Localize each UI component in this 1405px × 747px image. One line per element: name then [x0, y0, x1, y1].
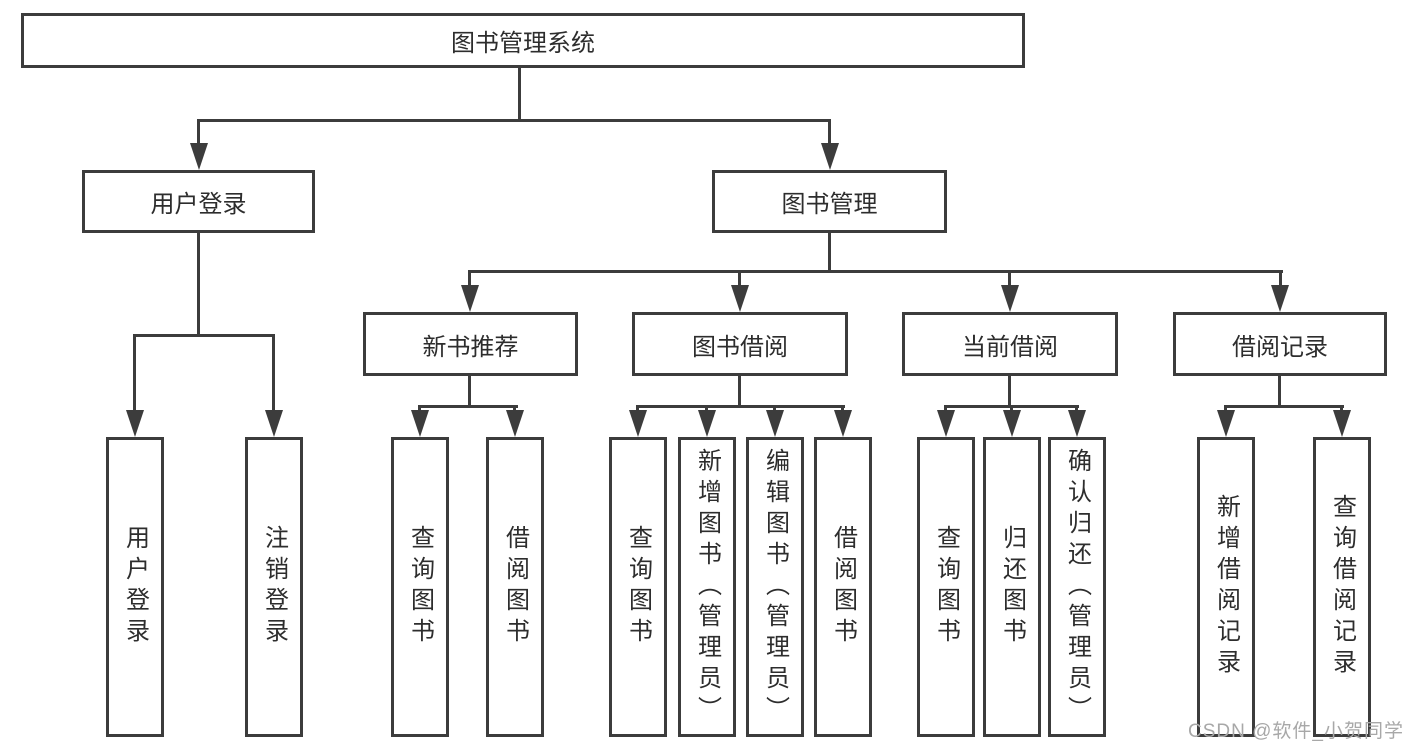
connector [636, 405, 845, 408]
leaf-borrow-add-books-admin: 新增图书（管理员） [678, 437, 736, 737]
arrowhead-down-icon [461, 285, 479, 312]
connector [197, 119, 200, 147]
arrowhead-down-icon [629, 410, 647, 437]
node-root: 图书管理系统 [21, 13, 1025, 68]
node-user-login: 用户登录 [82, 170, 315, 233]
node-borrow-record: 借阅记录 [1173, 312, 1387, 376]
connector [828, 119, 831, 147]
connector [1279, 270, 1282, 288]
leaf-newbook-query-books: 查询图书 [391, 437, 449, 737]
arrowhead-down-icon [731, 285, 749, 312]
connector [133, 334, 136, 413]
connector [1224, 405, 1344, 408]
connector [636, 405, 639, 413]
arrowhead-down-icon [506, 410, 524, 437]
node-current-borrow: 当前借阅 [902, 312, 1118, 376]
arrowhead-down-icon [411, 410, 429, 437]
connector [418, 405, 518, 408]
arrowhead-down-icon [265, 410, 283, 437]
leaf-newbook-borrow-books: 借阅图书 [486, 437, 544, 737]
connector [1224, 405, 1227, 413]
arrowhead-down-icon [1001, 285, 1019, 312]
node-book-borrow: 图书借阅 [632, 312, 848, 376]
connector [197, 231, 200, 337]
connector [418, 405, 421, 413]
leaf-record-add-borrow-record: 新增借阅记录 [1197, 437, 1255, 737]
arrowhead-down-icon [937, 410, 955, 437]
arrowhead-down-icon [126, 410, 144, 437]
connector [518, 68, 521, 121]
leaf-record-query-borrow-record: 查询借阅记录 [1313, 437, 1371, 737]
connector [738, 374, 741, 408]
arrowhead-down-icon [190, 143, 208, 170]
connector [841, 405, 844, 413]
leaf-current-query-books: 查询图书 [917, 437, 975, 737]
connector [468, 270, 1283, 273]
csdn-watermark: CSDN @软件_小贺同学 [1188, 721, 1404, 742]
arrowhead-down-icon [766, 410, 784, 437]
connector [272, 334, 275, 413]
connector [468, 374, 471, 408]
arrowhead-down-icon [1333, 410, 1351, 437]
node-book-management: 图书管理 [712, 170, 947, 233]
connector [944, 405, 947, 413]
leaf-borrow-borrow-books: 借阅图书 [814, 437, 872, 737]
connector [1008, 374, 1011, 408]
arrowhead-down-icon [1217, 410, 1235, 437]
connector [1278, 374, 1281, 408]
node-new-book-recommend: 新书推荐 [363, 312, 578, 376]
leaf-user-login: 用户登录 [106, 437, 164, 737]
connector [738, 270, 741, 288]
connector [773, 405, 776, 413]
leaf-logout: 注销登录 [245, 437, 303, 737]
arrowhead-down-icon [1003, 410, 1021, 437]
leaf-borrow-query-books: 查询图书 [609, 437, 667, 737]
leaf-current-confirm-return-admin: 确认归还（管理员） [1048, 437, 1106, 737]
connector [513, 405, 516, 413]
connector [468, 270, 471, 288]
connector [705, 405, 708, 413]
connector [1008, 270, 1011, 288]
connector [197, 119, 831, 122]
connector [1010, 405, 1013, 413]
arrowhead-down-icon [1271, 285, 1289, 312]
connector [133, 334, 275, 337]
connector [1075, 405, 1078, 413]
connector [828, 231, 831, 273]
arrowhead-down-icon [1068, 410, 1086, 437]
arrowhead-down-icon [821, 143, 839, 170]
leaf-borrow-edit-books-admin: 编辑图书（管理员） [746, 437, 804, 737]
arrowhead-down-icon [698, 410, 716, 437]
leaf-current-return-books: 归还图书 [983, 437, 1041, 737]
connector [1340, 405, 1343, 413]
arrowhead-down-icon [834, 410, 852, 437]
